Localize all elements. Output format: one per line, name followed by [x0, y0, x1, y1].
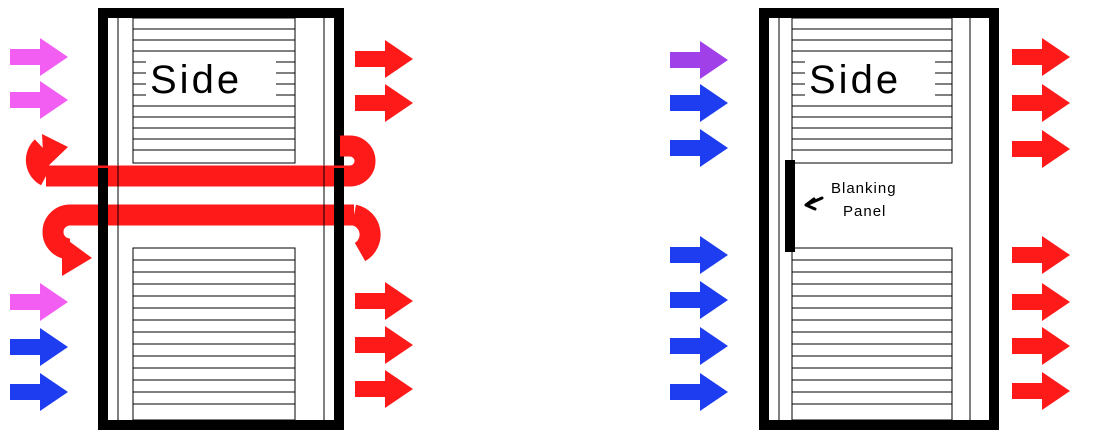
recirculation-upper — [25, 134, 376, 187]
blanking-panel-label-line2: Panel — [843, 203, 886, 220]
u-turn-arrow-lower-cap-icon — [351, 204, 381, 262]
right-arrow-icon — [10, 81, 68, 119]
right-arrow-icon — [10, 373, 68, 411]
right-rack: Side Blanking Panel — [670, 8, 1070, 430]
left-side-label: Side — [150, 58, 242, 102]
right-lower-server-slots — [792, 259, 952, 405]
left-lower-server — [132, 247, 296, 421]
u-turn-arrow-icon — [46, 135, 376, 187]
right-arrow-icon — [670, 41, 728, 79]
blanking-panel — [785, 160, 795, 252]
right-arrow-icon — [670, 84, 728, 122]
right-arrow-icon — [10, 283, 68, 321]
left-rack-frame-overlay-right — [334, 168, 344, 228]
left-rack-frame-overlay-left — [98, 168, 108, 228]
u-turn-arrow-head-icon — [42, 134, 68, 170]
right-arrow-icon — [1012, 372, 1070, 410]
right-arrow-icon — [355, 84, 413, 122]
right-exhaust-arrows — [1012, 38, 1070, 410]
left-side-label-bg — [146, 52, 276, 100]
right-arrow-icon — [10, 38, 68, 76]
right-side-label: Side — [809, 58, 901, 102]
right-arrow-icon — [1012, 236, 1070, 274]
left-lower-server-slots — [133, 259, 295, 405]
right-arrow-icon — [355, 370, 413, 408]
right-arrow-icon — [1012, 283, 1070, 321]
u-turn-arrow-upper-cap-icon — [25, 139, 52, 186]
right-intake-arrows — [670, 41, 728, 411]
left-rack: Side — [10, 8, 413, 430]
right-arrow-icon — [355, 40, 413, 78]
pointer-arrow-icon — [804, 196, 824, 211]
right-arrow-icon — [10, 328, 68, 366]
blanking-panel-label-line1: Blanking — [831, 180, 897, 197]
right-arrow-icon — [1012, 84, 1070, 122]
right-arrow-icon — [670, 327, 728, 365]
right-arrow-icon — [670, 236, 728, 274]
right-lower-server — [791, 247, 953, 421]
right-arrow-icon — [670, 281, 728, 319]
right-arrow-icon — [355, 282, 413, 320]
right-arrow-icon — [1012, 38, 1070, 76]
right-side-label-bg — [805, 52, 935, 100]
recirculation-lower — [42, 204, 381, 276]
right-arrow-icon — [670, 129, 728, 167]
right-arrow-icon — [670, 373, 728, 411]
right-arrow-icon — [1012, 327, 1070, 365]
right-arrow-icon — [355, 326, 413, 364]
u-turn-arrow-head-icon — [62, 236, 92, 276]
right-arrow-icon — [1012, 130, 1070, 168]
